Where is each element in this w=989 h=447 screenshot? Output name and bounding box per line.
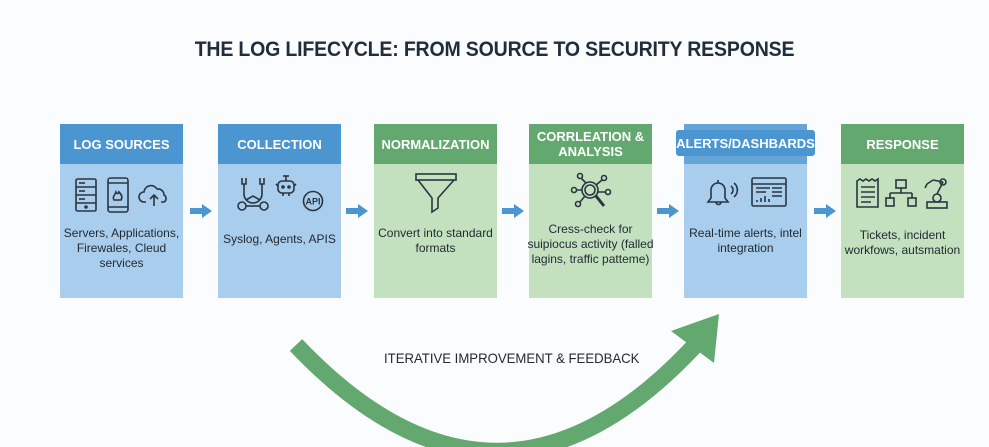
cloud-upload-icon bbox=[137, 184, 167, 206]
flow-arrow-icon bbox=[190, 204, 212, 218]
stage-collection: COLLECTION API Syslog, Agents, APIS bbox=[218, 124, 341, 298]
funnel-icon bbox=[414, 173, 457, 214]
feedback-arrow-icon bbox=[289, 314, 719, 447]
collector-hub-icon bbox=[236, 178, 269, 211]
stage-body: Tickets, incident workfows, autsmation bbox=[841, 164, 964, 298]
bell-alert-icon bbox=[705, 180, 738, 206]
stage-alerts-dashboards: ALERTS/DASHBARDS Real-time alerts, intel… bbox=[676, 124, 815, 298]
stage-description: Tickets, incident workfows, autsmation bbox=[844, 228, 961, 257]
stage-body: Servers, Applications, Firewales, Cleud … bbox=[60, 164, 183, 298]
stage-body: Real-time alerts, intel integration bbox=[684, 164, 807, 298]
svg-text:API: API bbox=[305, 197, 320, 207]
stage-body: Convert into standard formats bbox=[374, 164, 497, 298]
ticket-icon bbox=[855, 177, 879, 208]
stage-response: RESPONSE Tickets, incident workfows, aut… bbox=[841, 124, 964, 298]
api-icon: API bbox=[302, 190, 323, 212]
network-search-icon bbox=[570, 172, 611, 208]
flow-arrow-icon bbox=[346, 204, 368, 218]
stage-header: RESPONSE bbox=[841, 124, 964, 164]
stage-header: CORRLEATION & ANALYSIS bbox=[529, 124, 652, 164]
stage-body: API Syslog, Agents, APIS bbox=[218, 164, 341, 298]
flow-arrow-icon bbox=[502, 204, 524, 218]
server-icon bbox=[74, 178, 97, 212]
stage-description: Real-time alerts, intel integration bbox=[689, 226, 802, 255]
stage-description: Convert into standard formats bbox=[378, 226, 493, 255]
stage-description: Syslog, Agents, APIS bbox=[223, 232, 336, 246]
feedback-label: ITERATIVE IMPROVEMENT & FEEDBACK bbox=[384, 350, 640, 366]
stage-body: Cress-check for suipiocus activity (fall… bbox=[527, 164, 654, 298]
stage-log-sources: LOG SOURCES Servers, Applications, Firew… bbox=[60, 124, 183, 298]
flow-arrow-icon bbox=[657, 204, 679, 218]
stage-normalization: NORMALIZATION Convert into standard form… bbox=[374, 124, 497, 298]
stage-correlation-analysis: CORRLEATION & ANALYSIS Cress-check for s… bbox=[527, 124, 654, 298]
agent-robot-icon bbox=[274, 175, 297, 196]
stage-header: NORMALIZATION bbox=[374, 124, 497, 164]
stage-description: Servers, Applications, Firewales, Cleud … bbox=[63, 226, 180, 270]
dashboard-icon bbox=[750, 177, 787, 207]
flow-arrow-icon bbox=[814, 204, 836, 218]
stage-header: ALERTS/DASHBARDS bbox=[676, 130, 815, 156]
workflow-icon bbox=[884, 179, 917, 207]
stage-header: COLLECTION bbox=[218, 124, 341, 164]
robot-arm-icon bbox=[923, 178, 948, 209]
stage-description: Cress-check for suipiocus activity (fall… bbox=[527, 222, 654, 266]
diagram-title: THE LOG LIFECYCLE: FROM SOURCE TO SECURI… bbox=[194, 38, 795, 61]
stage-header: LOG SOURCES bbox=[60, 124, 183, 164]
mobile-app-icon bbox=[106, 177, 129, 213]
